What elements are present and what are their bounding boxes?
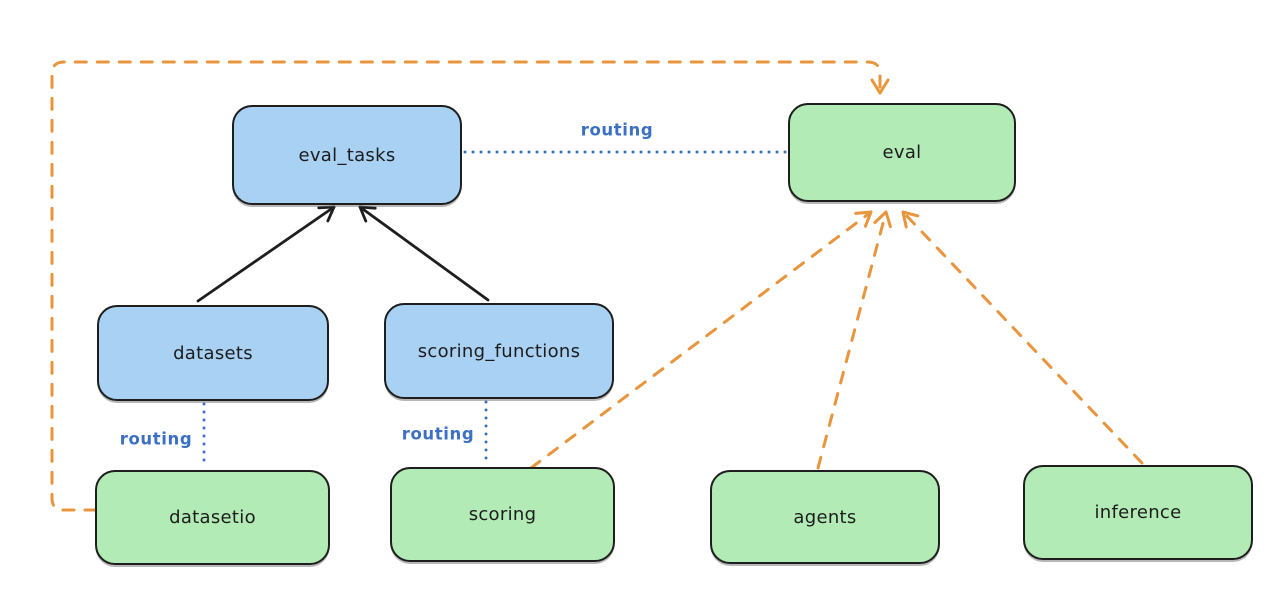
node-eval: eval — [788, 103, 1016, 202]
edge-scoring-to-eval — [529, 210, 873, 470]
edge-label-routing: routing — [119, 429, 193, 449]
edge-datasetio-to-eval — [50, 60, 890, 512]
node-label-agents: agents — [793, 506, 857, 528]
node-label-inference: inference — [1094, 502, 1182, 523]
node-datasetio: datasetio — [95, 470, 330, 565]
node-label-scoring: scoring — [468, 504, 537, 525]
node-datasets: datasets — [97, 305, 329, 401]
node-label-datasetio: datasetio — [169, 507, 256, 528]
node-label-datasets: datasets — [173, 342, 253, 364]
node-label-scoring_functions: scoring_functions — [417, 340, 581, 362]
edge-scoring_functions-to-eval_tasks — [358, 205, 490, 302]
node-label-eval_tasks: eval_tasks — [298, 144, 396, 166]
node-eval_tasks: eval_tasks — [232, 105, 462, 205]
edge-inference-to-eval — [901, 210, 1144, 465]
edge-datasets-to-eval_tasks — [196, 205, 336, 303]
edge-label-routing: routing — [401, 424, 475, 444]
node-agents: agents — [710, 470, 940, 564]
edge-label-routing: routing — [580, 120, 654, 140]
node-label-eval: eval — [882, 142, 922, 163]
node-inference: inference — [1023, 465, 1253, 560]
edge-agents-to-eval — [816, 210, 892, 470]
node-scoring_functions: scoring_functions — [384, 303, 614, 399]
node-scoring: scoring — [390, 467, 615, 562]
